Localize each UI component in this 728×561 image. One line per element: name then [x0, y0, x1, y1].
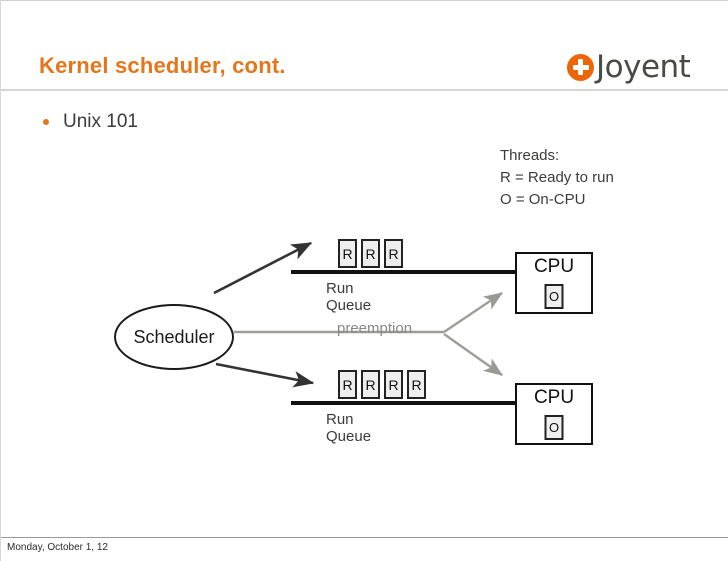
cpu-2-thread-box: O [544, 415, 564, 440]
joyent-plus-circle-icon [567, 53, 594, 81]
scheduler-node: Scheduler [114, 304, 234, 370]
page-title: Kernel scheduler, cont. [39, 53, 286, 78]
run-queue-1-threads: R R R [338, 239, 403, 268]
arrow-scheduler-to-queue-2 [215, 362, 315, 388]
arrow-preemption-to-cpu-1 [443, 292, 503, 333]
run-queue-2-label: Run Queue [326, 411, 372, 445]
header-divider [1, 89, 728, 91]
run-queue-2-line [291, 401, 517, 405]
legend-oncpu-line: O = On-CPU [500, 191, 586, 208]
footer-timestamp: Monday, October 1, 12 [7, 542, 108, 553]
bullet-dot-icon [43, 119, 49, 125]
logo-wordmark: Joyent [596, 48, 691, 85]
run-queue-1-line [291, 270, 517, 274]
thread-box: R [338, 370, 357, 399]
thread-box: R [407, 370, 426, 399]
thread-box: R [361, 370, 380, 399]
arrow-preemption-to-cpu-2 [443, 333, 503, 376]
arrow-scheduler-to-queue-1 [213, 241, 313, 295]
footer-divider [1, 537, 728, 538]
legend-heading: Threads: [500, 147, 560, 164]
run-queue-2-threads: R R R R [338, 370, 426, 399]
thread-box: R [338, 239, 357, 268]
cpu-box-2: CPU O [515, 383, 593, 445]
joyent-logo: Joyent [567, 48, 691, 85]
thread-box: R [384, 370, 403, 399]
bullet-label: Unix 101 [63, 111, 138, 132]
bullet-item: Unix 101 [43, 111, 138, 133]
legend-ready-line: R = Ready to run [500, 169, 614, 186]
preemption-label: preemption [337, 320, 413, 337]
scheduler-label: Scheduler [133, 326, 215, 347]
thread-box: R [384, 239, 403, 268]
cpu-1-thread-box: O [544, 284, 564, 309]
cpu-2-label: CPU [533, 387, 575, 408]
thread-legend: Threads: R = Ready to run O = On-CPU [500, 145, 614, 211]
run-queue-1-label: Run Queue [326, 280, 372, 314]
thread-box: R [361, 239, 380, 268]
cpu-1-label: CPU [533, 256, 575, 277]
cpu-box-1: CPU O [515, 252, 593, 314]
